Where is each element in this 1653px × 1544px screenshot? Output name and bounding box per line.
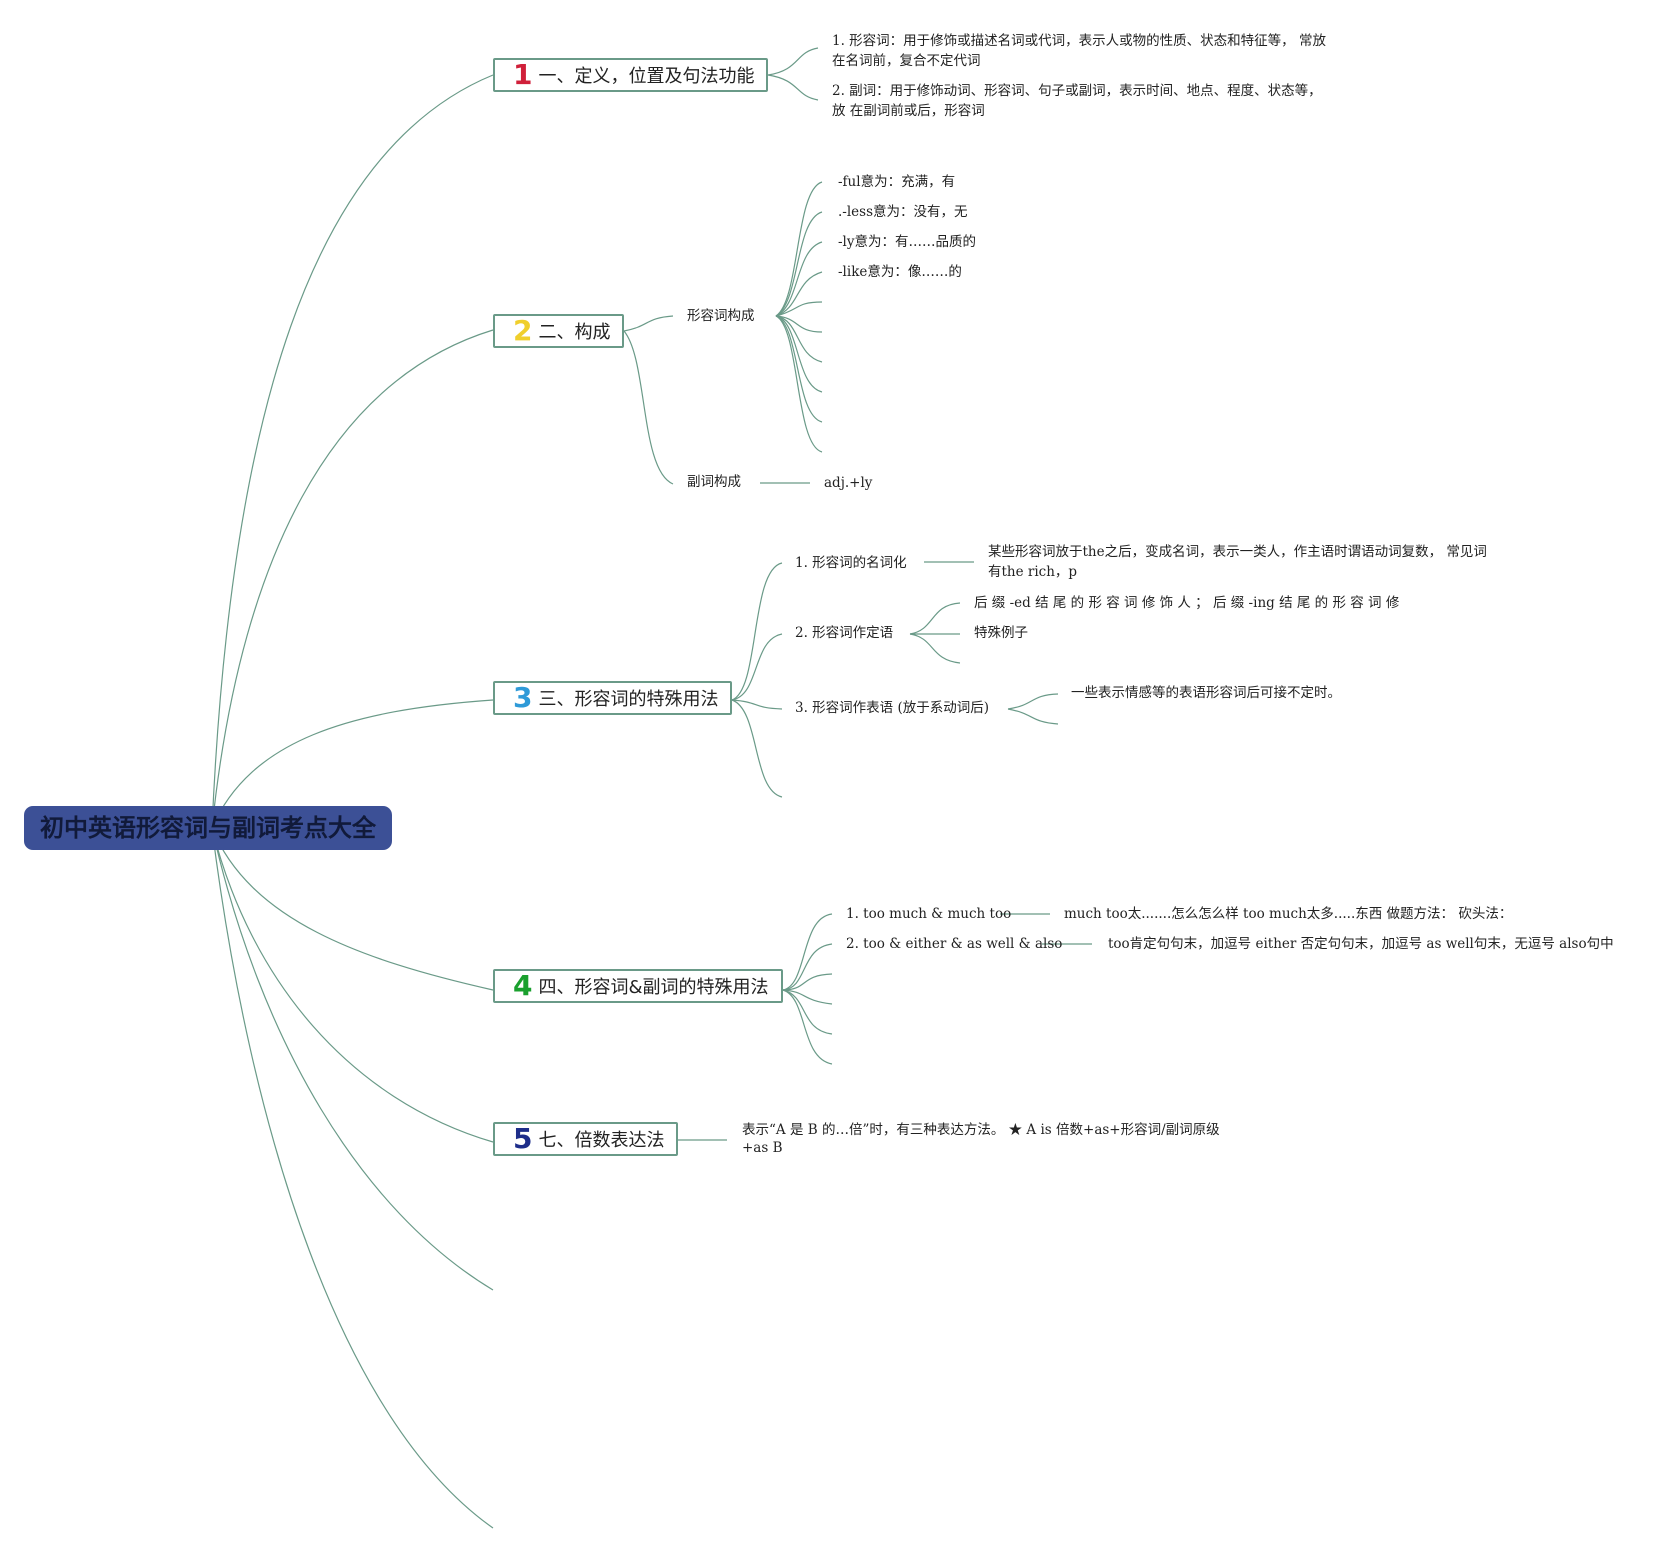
edge-root-b5 xyxy=(211,827,494,1143)
b1-adverb-definition[interactable]: 2. 副词：用于修饰动词、形容词、句子或副词，表示时间、地点、程度、状态等，放 … xyxy=(832,83,1322,119)
edge-root-b3 xyxy=(211,699,494,829)
edge-root-b6 xyxy=(211,827,494,1291)
branch-2-number: 2 xyxy=(513,314,533,347)
branch-3-label: 三、形容词的特殊用法 xyxy=(538,689,719,710)
edge-root-b1 xyxy=(211,74,494,829)
edge-b2-adv xyxy=(623,330,674,485)
branch-2-formation[interactable]: 2 二、构成 xyxy=(493,314,625,348)
b4-too-either-detail[interactable]: too肯定句句末，加逗号 either 否定句句末，加逗号 as well句末，… xyxy=(1108,936,1614,952)
adj-formation-item[interactable]: -like意为：像……的 xyxy=(838,264,962,280)
edge-b4-e6 xyxy=(782,989,833,1065)
edge-adj-e5 xyxy=(775,301,823,317)
edge-adj-e10 xyxy=(775,315,823,453)
branch-3-adjective-special-usage[interactable]: 3 三、形容词的特殊用法 xyxy=(493,681,733,715)
b4-too-either[interactable]: 2. too & either & as well & also xyxy=(846,936,1063,952)
edge-s2-e3 xyxy=(909,633,961,664)
edge-adj-e7 xyxy=(775,315,823,363)
edge-adj-i2 xyxy=(775,211,823,317)
b3-nominalization-detail[interactable]: 某些形容词放于the之后，变成名词，表示一类人，作主语时谓语动词复数， 常见词有… xyxy=(988,544,1487,580)
edge-b3-s2 xyxy=(731,633,783,701)
b5-multiples-detail[interactable]: 表示“A 是 B 的…倍”时，有三种表达方法。 ★ A is 倍数+as+形容词… xyxy=(742,1122,1220,1156)
edge-b3-s1 xyxy=(731,562,783,701)
edge-adj-i3 xyxy=(775,241,823,317)
edge-b4-s2 xyxy=(782,943,833,991)
edge-adj-e9 xyxy=(775,315,823,423)
edge-adj-e8 xyxy=(775,315,823,393)
branch-5-label: 七、倍数表达法 xyxy=(538,1130,665,1151)
edge-b2-adj xyxy=(623,315,674,332)
edge-root-b2 xyxy=(211,329,494,829)
b4-too-much-detail[interactable]: much too太.......怎么怎么样 too much太多.....东西 … xyxy=(1064,906,1513,922)
branch-2-label: 二、构成 xyxy=(538,322,611,343)
b3-predicative-detail[interactable]: 一些表示情感等的表语形容词后可接不定时。 xyxy=(1071,685,1341,701)
branch-5-number: 5 xyxy=(513,1122,533,1155)
b3-nominalization[interactable]: 1. 形容词的名词化 xyxy=(795,555,907,571)
branch-4-label: 四、形容词&副词的特殊用法 xyxy=(538,977,769,998)
edge-b1-c1 xyxy=(767,47,819,76)
edge-adj-i1 xyxy=(775,181,823,317)
b4-too-much[interactable]: 1. too much & much too xyxy=(846,906,1012,922)
branch-3-number: 3 xyxy=(513,681,533,714)
edge-s3-e2 xyxy=(1007,708,1059,725)
edge-b3-s3 xyxy=(731,699,783,710)
edge-b1-c2 xyxy=(767,74,819,101)
b3-attributive[interactable]: 2. 形容词作定语 xyxy=(795,625,894,641)
branch-4-number: 4 xyxy=(513,969,533,1002)
branch-1-number: 1 xyxy=(513,58,533,91)
branch-1-label: 一、定义，位置及句法功能 xyxy=(538,66,755,87)
adj-formation-item[interactable]: -ly意为：有……品质的 xyxy=(838,234,977,250)
edge-s2-i1 xyxy=(909,602,961,635)
edge-b3-s4 xyxy=(731,699,783,798)
edge-b4-e5 xyxy=(782,989,833,1035)
b3-attributive-examples[interactable]: 特殊例子 xyxy=(974,625,1028,641)
adj-formation-item[interactable]: .-less意为：没有，无 xyxy=(838,204,968,220)
edge-b4-s1 xyxy=(782,913,833,991)
adj-formation-item[interactable]: -ful意为：充满，有 xyxy=(838,174,956,190)
branch-5-multiples[interactable]: 5 七、倍数表达法 xyxy=(493,1122,679,1156)
edge-adj-e6 xyxy=(775,315,823,333)
b3-predicative[interactable]: 3. 形容词作表语 (放于系动词后) xyxy=(795,700,989,716)
root-topic[interactable]: 初中英语形容词与副词考点大全 xyxy=(24,806,392,850)
b2-adverb-formation[interactable]: 副词构成 xyxy=(687,474,741,490)
adv-formation-item[interactable]: adj.+ly xyxy=(824,475,873,491)
edge-adj-i4 xyxy=(775,271,823,317)
b2-adjective-formation[interactable]: 形容词构成 xyxy=(687,308,755,324)
edge-s3-i1 xyxy=(1007,693,1059,710)
edge-b4-e3 xyxy=(782,973,833,991)
edge-b4-e4 xyxy=(782,989,833,1005)
b1-adjective-definition[interactable]: 1. 形容词：用于修饰或描述名词或代词，表示人或物的性质、状态和特征等， 常放在… xyxy=(832,33,1326,69)
b3-attributive-suffix[interactable]: 后 缀 -ed 结 尾 的 形 容 词 修 饰 人 ； 后 缀 -ing 结 尾… xyxy=(974,595,1400,611)
branch-4-adj-adv-special-usage[interactable]: 4 四、形容词&副词的特殊用法 xyxy=(493,969,783,1003)
edge-root-b4 xyxy=(211,827,494,991)
branch-1-definition[interactable]: 1 一、定义，位置及句法功能 xyxy=(493,58,769,92)
edge-root-b7 xyxy=(211,827,494,1529)
